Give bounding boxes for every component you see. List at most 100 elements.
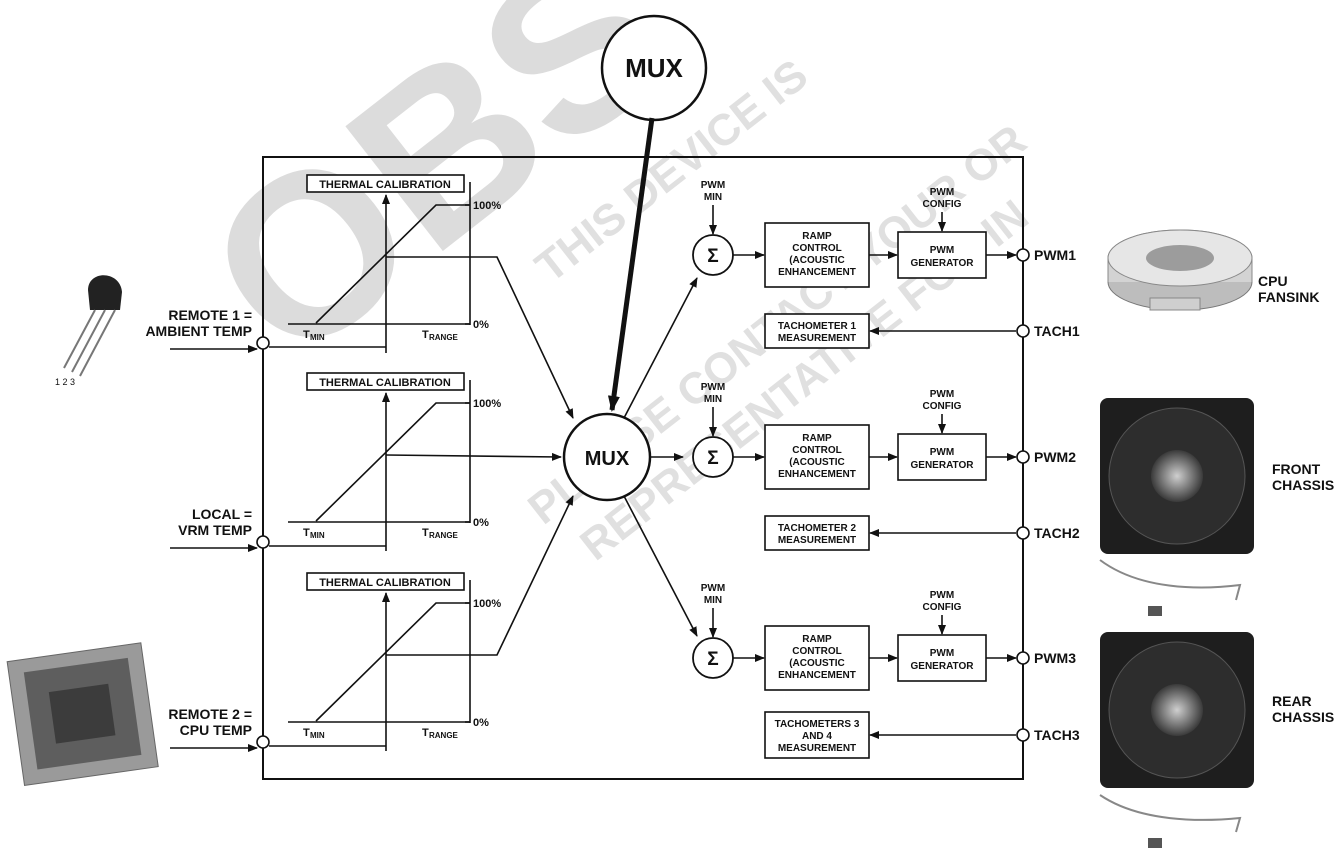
sensor-input-2: LOCAL =VRM TEMP — [170, 506, 386, 552]
fan-label-line2: CHASSIS — [1272, 477, 1334, 493]
thermal-calibration-title: THERMAL CALIBRATION — [319, 377, 451, 389]
pwm-generator-text: PWM — [930, 447, 954, 458]
pwm-min-label-1: PWM — [701, 382, 725, 393]
cpu-fansink-image — [1107, 229, 1253, 311]
trange-label: T — [422, 727, 429, 739]
ramp-control-text: (ACOUSTIC — [789, 457, 845, 468]
tach-pin-label: TACH3 — [1034, 727, 1080, 743]
pwm-generator-block — [897, 231, 987, 279]
percent-0-label: 0% — [473, 517, 489, 529]
ramp-control-text: (ACOUSTIC — [789, 255, 845, 266]
ramp-control-text: ENHANCEMENT — [778, 267, 856, 278]
pwm-generator-text: GENERATOR — [911, 661, 975, 672]
ramp-control-text: ENHANCEMENT — [778, 670, 856, 681]
trange-subscript: RANGE — [429, 531, 459, 540]
tmin-label: T — [303, 329, 310, 341]
pwm-min-label-1: PWM — [701, 180, 725, 191]
tach-pin-label: TACH1 — [1034, 323, 1080, 339]
tachometer-text: MEASUREMENT — [778, 743, 856, 754]
ramp-control-text: CONTROL — [792, 646, 841, 657]
tmin-subscript: MIN — [310, 731, 325, 740]
sensor-pin-circle — [256, 735, 270, 749]
transistor-image: 1 2 3 — [55, 275, 122, 387]
tmin-label: T — [303, 727, 310, 739]
pwm-config-label-1: PWM — [930, 187, 954, 198]
rear-chassis-fan-image — [1099, 632, 1254, 848]
ramp-control-text: (ACOUSTIC — [789, 658, 845, 669]
trange-subscript: RANGE — [429, 333, 459, 342]
cpu-package-image — [6, 642, 159, 786]
pwm-pin-circle — [1016, 248, 1030, 262]
tachometer-text: TACHOMETER 2 — [778, 523, 857, 534]
percent-100-label: 100% — [473, 200, 501, 212]
tach-pin-circle — [1016, 324, 1030, 338]
tachometer-text: TACHOMETER 1 — [778, 321, 857, 332]
percent-0-label: 0% — [473, 717, 489, 729]
fan-label-line1: CPU — [1258, 273, 1288, 289]
trange-subscript: RANGE — [429, 731, 459, 740]
trange-label: T — [422, 329, 429, 341]
pwm-min-label-1: PWM — [701, 583, 725, 594]
fan-channel-1: ΣPWMMINRAMPCONTROL(ACOUSTICENHANCEMENTPW… — [623, 180, 1080, 419]
top-mux: MUX — [600, 14, 708, 412]
ramp-control-text: CONTROL — [792, 243, 841, 254]
fan-label-line1: REAR — [1272, 693, 1312, 709]
tach-pin-circle — [1016, 526, 1030, 540]
tachometer-block — [764, 711, 870, 759]
tach-pin-circle — [1016, 728, 1030, 742]
fan-channel-2: ΣPWMMINRAMPCONTROL(ACOUSTICENHANCEMENTPW… — [649, 382, 1080, 551]
pwm-pin-circle — [1016, 450, 1030, 464]
ramp-control-block — [764, 625, 870, 691]
sensor-label-line2: AMBIENT TEMP — [145, 323, 252, 339]
thermal-calibration-title: THERMAL CALIBRATION — [319, 179, 451, 191]
pwm-generator-block — [897, 634, 987, 682]
percent-100-label: 100% — [473, 598, 501, 610]
trange-label: T — [422, 527, 429, 539]
tachometer-text: MEASUREMENT — [778, 333, 856, 344]
pwm-generator-text: GENERATOR — [911, 460, 975, 471]
tachometer-text: TACHOMETERS 3 — [775, 719, 860, 730]
fan-label-line1: FRONT — [1272, 461, 1321, 477]
fan-label-line2: FANSINK — [1258, 289, 1319, 305]
fan-label-line2: CHASSIS — [1272, 709, 1334, 725]
ramp-control-block — [764, 222, 870, 288]
sensor-pin-circle — [256, 535, 270, 549]
center-mux: MUX — [562, 412, 652, 502]
sigma-symbol: Σ — [707, 649, 718, 670]
sigma-symbol: Σ — [707, 246, 718, 267]
sensor-label-line1: LOCAL = — [192, 506, 252, 522]
pwm-pin-label: PWM1 — [1034, 247, 1076, 263]
thermal-calibration-title: THERMAL CALIBRATION — [319, 577, 451, 589]
pwm-min-label-2: MIN — [704, 595, 722, 606]
tmin-label: T — [303, 527, 310, 539]
pwm-pin-label: PWM3 — [1034, 650, 1076, 666]
ramp-control-block — [764, 424, 870, 490]
center-mux-label: MUX — [585, 448, 630, 470]
tachometer-text: AND 4 — [802, 731, 832, 742]
tach-pin-label: TACH2 — [1034, 525, 1080, 541]
sensor-label-line2: CPU TEMP — [180, 722, 252, 738]
tachometer-text: MEASUREMENT — [778, 535, 856, 546]
sensor-pin-circle — [256, 336, 270, 350]
ramp-control-text: CONTROL — [792, 445, 841, 456]
pwm-config-label-2: CONFIG — [923, 602, 962, 613]
top-mux-label: MUX — [625, 53, 683, 83]
chip-outline — [262, 156, 1024, 780]
ramp-control-text: ENHANCEMENT — [778, 469, 856, 480]
sensor-label-line2: VRM TEMP — [178, 522, 252, 538]
transistor-pin-labels: 1 2 3 — [55, 377, 75, 387]
pwm-pin-circle — [1016, 651, 1030, 665]
fan-channel-3: ΣPWMMINRAMPCONTROL(ACOUSTICENHANCEMENTPW… — [623, 495, 1080, 759]
pwm-config-label-2: CONFIG — [923, 199, 962, 210]
pwm-generator-text: PWM — [930, 648, 954, 659]
tmin-subscript: MIN — [310, 531, 325, 540]
percent-0-label: 0% — [473, 319, 489, 331]
pwm-min-label-2: MIN — [704, 192, 722, 203]
